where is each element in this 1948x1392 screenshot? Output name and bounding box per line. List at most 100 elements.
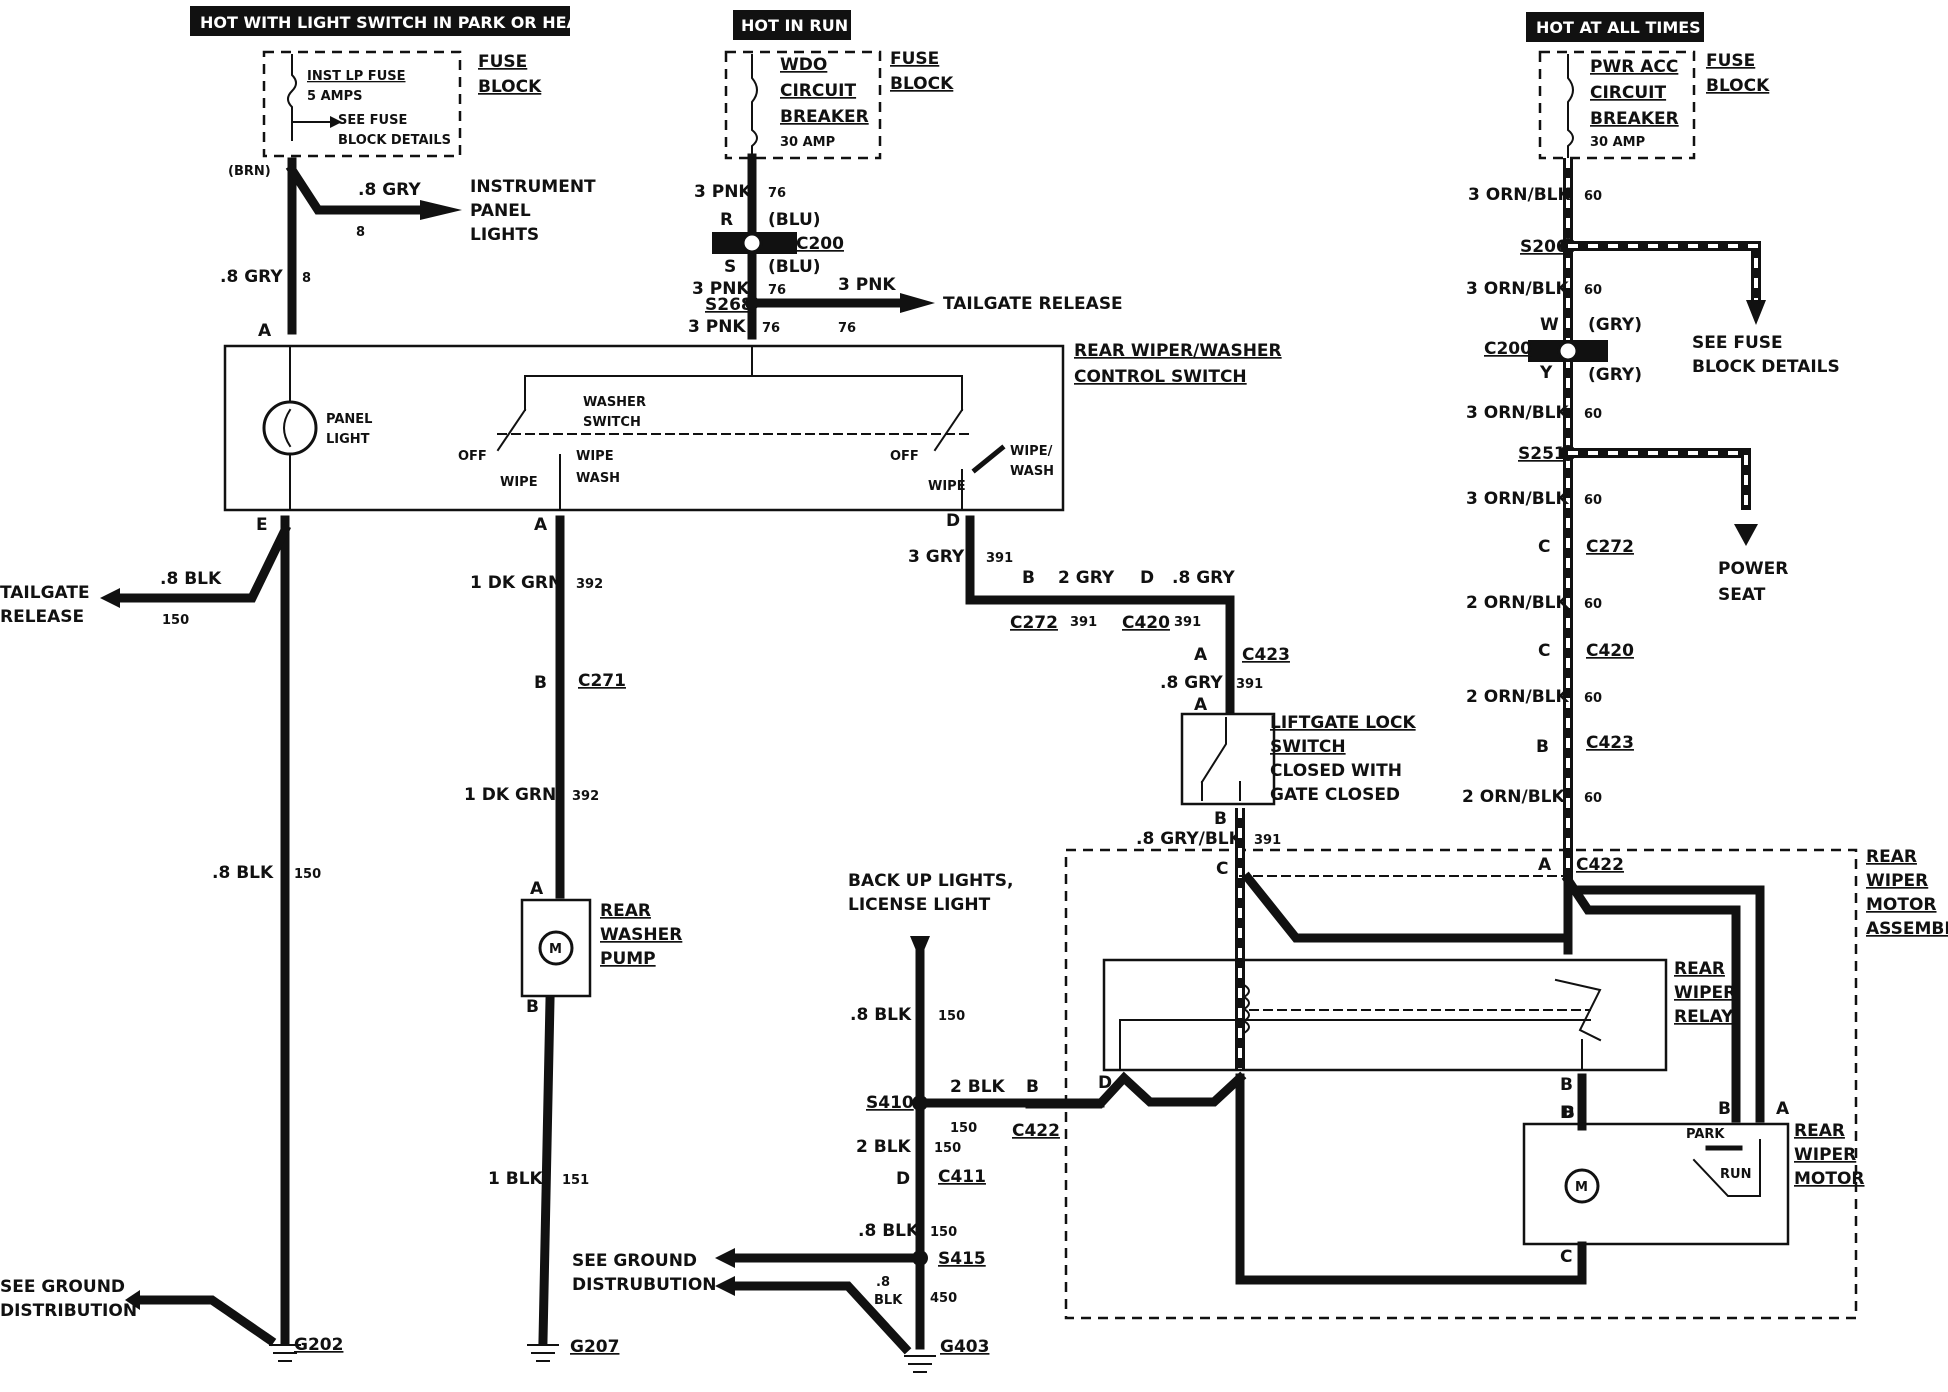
wire-n391e: 391: [1254, 833, 1281, 848]
header-right: HOT AT ALL TIMES: [1536, 18, 1701, 37]
c422-label: C422: [1012, 1121, 1060, 1141]
panel-lights-1: INSTRUMENT: [470, 177, 596, 197]
wire-gry8: .8 GRY: [358, 180, 421, 200]
assembly-label-2: WIPER: [1866, 871, 1928, 891]
panel-light-label-1: PANEL: [326, 412, 372, 427]
fuse-block-right: [1538, 50, 1696, 160]
wire-motor-b: [1561, 873, 1741, 1123]
wire-n391d: 391: [1236, 677, 1263, 692]
fuse-left-see1: SEE FUSE: [338, 113, 407, 128]
rear-wiper-relay: [1102, 958, 1668, 1072]
wire-grn2: 1 DK GRN: [464, 785, 556, 805]
relay-pin-b: B: [1560, 1075, 1573, 1095]
off-2: OFF: [890, 449, 919, 464]
pin-d6: D: [896, 1169, 910, 1189]
g403-label: G403: [940, 1337, 989, 1357]
wire-pnk3c: 3 PNK: [838, 275, 896, 295]
wire-orn7: 2 ORN/BLK: [1462, 787, 1566, 807]
pump-label-2: WASHER: [600, 925, 682, 945]
wire-blk2: 2 BLK: [950, 1077, 1006, 1097]
wire-n60f: 60: [1584, 691, 1602, 706]
relay-lower-wire: [1119, 1019, 1591, 1071]
wire-blk1: 1 BLK: [488, 1169, 544, 1189]
wire-pnk3b: 3 PNK: [692, 279, 750, 299]
wire-orn6: 2 ORN/BLK: [1466, 687, 1570, 707]
pin-a3: A: [1194, 645, 1208, 665]
wipe-3: WIPE: [928, 479, 966, 494]
wire-n60a: 60: [1584, 189, 1602, 204]
breaker-right-l1: PWR ACC: [1590, 57, 1678, 77]
wire-orn5: 2 ORN/BLK: [1466, 593, 1570, 613]
pin-br: B: [1536, 737, 1549, 757]
wire-brn: (BRN): [228, 164, 271, 179]
wiper-motor-icon: [1564, 1168, 1600, 1204]
wire-tailgate-release-left: [115, 523, 292, 603]
liftgate-label-1: LIFTGATE LOCK: [1270, 713, 1416, 733]
wire-pnk3d: 3 PNK: [688, 317, 746, 337]
pump-motor-icon: [538, 930, 574, 966]
wire-n150b: 150: [294, 867, 321, 882]
wash-label: WASH: [576, 471, 620, 486]
header-left-bg: [190, 6, 570, 36]
c200-pin: [741, 232, 763, 254]
wire-n391a: 391: [986, 551, 1013, 566]
motor-pin-a: A: [1776, 1099, 1790, 1119]
breaker-mid-l1: WDO: [780, 55, 827, 75]
pin-w: W: [1540, 315, 1559, 335]
liftgate-label-4: GATE CLOSED: [1270, 785, 1400, 805]
wdo-breaker-symbol: [751, 54, 758, 159]
s251-label: S251: [1518, 444, 1566, 464]
fuse-left-block2: BLOCK: [478, 77, 542, 97]
pin-ar: A: [1538, 855, 1552, 875]
fuse-block-mid: [724, 50, 882, 160]
wire-n76c: 76: [762, 321, 780, 336]
see-fuse-2: BLOCK DETAILS: [1692, 357, 1840, 377]
wire-n60e: 60: [1584, 597, 1602, 612]
panel-light-filament: [283, 408, 292, 448]
breaker-right-l2: CIRCUIT: [1590, 83, 1666, 103]
wire-to-instrument-panel: [285, 163, 425, 215]
wire-blu1: (BLU): [768, 210, 821, 230]
wire-pnk3a: 3 PNK: [694, 182, 752, 202]
pump-label-1: REAR: [600, 901, 651, 921]
wire-n150d: 150: [950, 1121, 977, 1136]
wire-gry8-left: .8 GRY: [220, 267, 283, 287]
motor-pin-d: D: [1560, 1103, 1574, 1123]
s410-label: S410: [866, 1093, 914, 1113]
wipe-1: WIPE: [500, 475, 538, 490]
motor-label-2: WIPER: [1794, 1145, 1856, 1165]
relay-label-2: WIPER: [1674, 983, 1736, 1003]
relay-label-3: RELAY: [1674, 1007, 1734, 1027]
assembly-label-1: REAR: [1866, 847, 1917, 867]
c420-label: C420: [1122, 613, 1170, 633]
instrument-panel-arrow: [420, 200, 462, 220]
pin-r: R: [720, 210, 733, 230]
wire-orn4: 3 ORN/BLK: [1466, 489, 1570, 509]
pin-b-c271: B: [534, 673, 547, 693]
breaker-right-l3: BREAKER: [1590, 109, 1679, 129]
pin-cr1: C: [1538, 537, 1550, 557]
assembly-label-4: ASSEMBLY: [1866, 919, 1948, 939]
power-seat-1: POWER: [1718, 559, 1788, 579]
off-1: OFF: [458, 449, 487, 464]
header-mid: HOT IN RUN: [741, 16, 848, 35]
g403-ground-icon: [904, 1355, 936, 1373]
header-mid-bg: [733, 10, 851, 40]
rear-wiper-motor-assembly: [1064, 848, 1858, 1320]
panel-lights-3: LIGHTS: [470, 225, 539, 245]
tg-label-2: RELEASE: [0, 607, 84, 627]
wire-to-fuse-block-stripe: [1568, 244, 1758, 300]
s206-label: S206: [1520, 237, 1568, 257]
wipe-wash-1: WIPE/: [1010, 444, 1053, 459]
tg-label-1: TAILGATE: [0, 583, 90, 603]
wire-blk8e: .8: [876, 1275, 890, 1290]
liftgate-label-3: CLOSED WITH: [1270, 761, 1402, 781]
relay-coil-icon: [1242, 983, 1250, 1035]
motor-switch-blade: [1692, 1139, 1761, 1197]
see-fuse-arrow: [1746, 300, 1766, 325]
motor-pin-c: C: [1560, 1247, 1572, 1267]
wire-gry8b: .8 GRY: [1172, 568, 1235, 588]
power-seat-2: SEAT: [1718, 585, 1766, 605]
wire-gry2: (GRY): [1588, 365, 1642, 385]
pin-a4: A: [1194, 695, 1208, 715]
